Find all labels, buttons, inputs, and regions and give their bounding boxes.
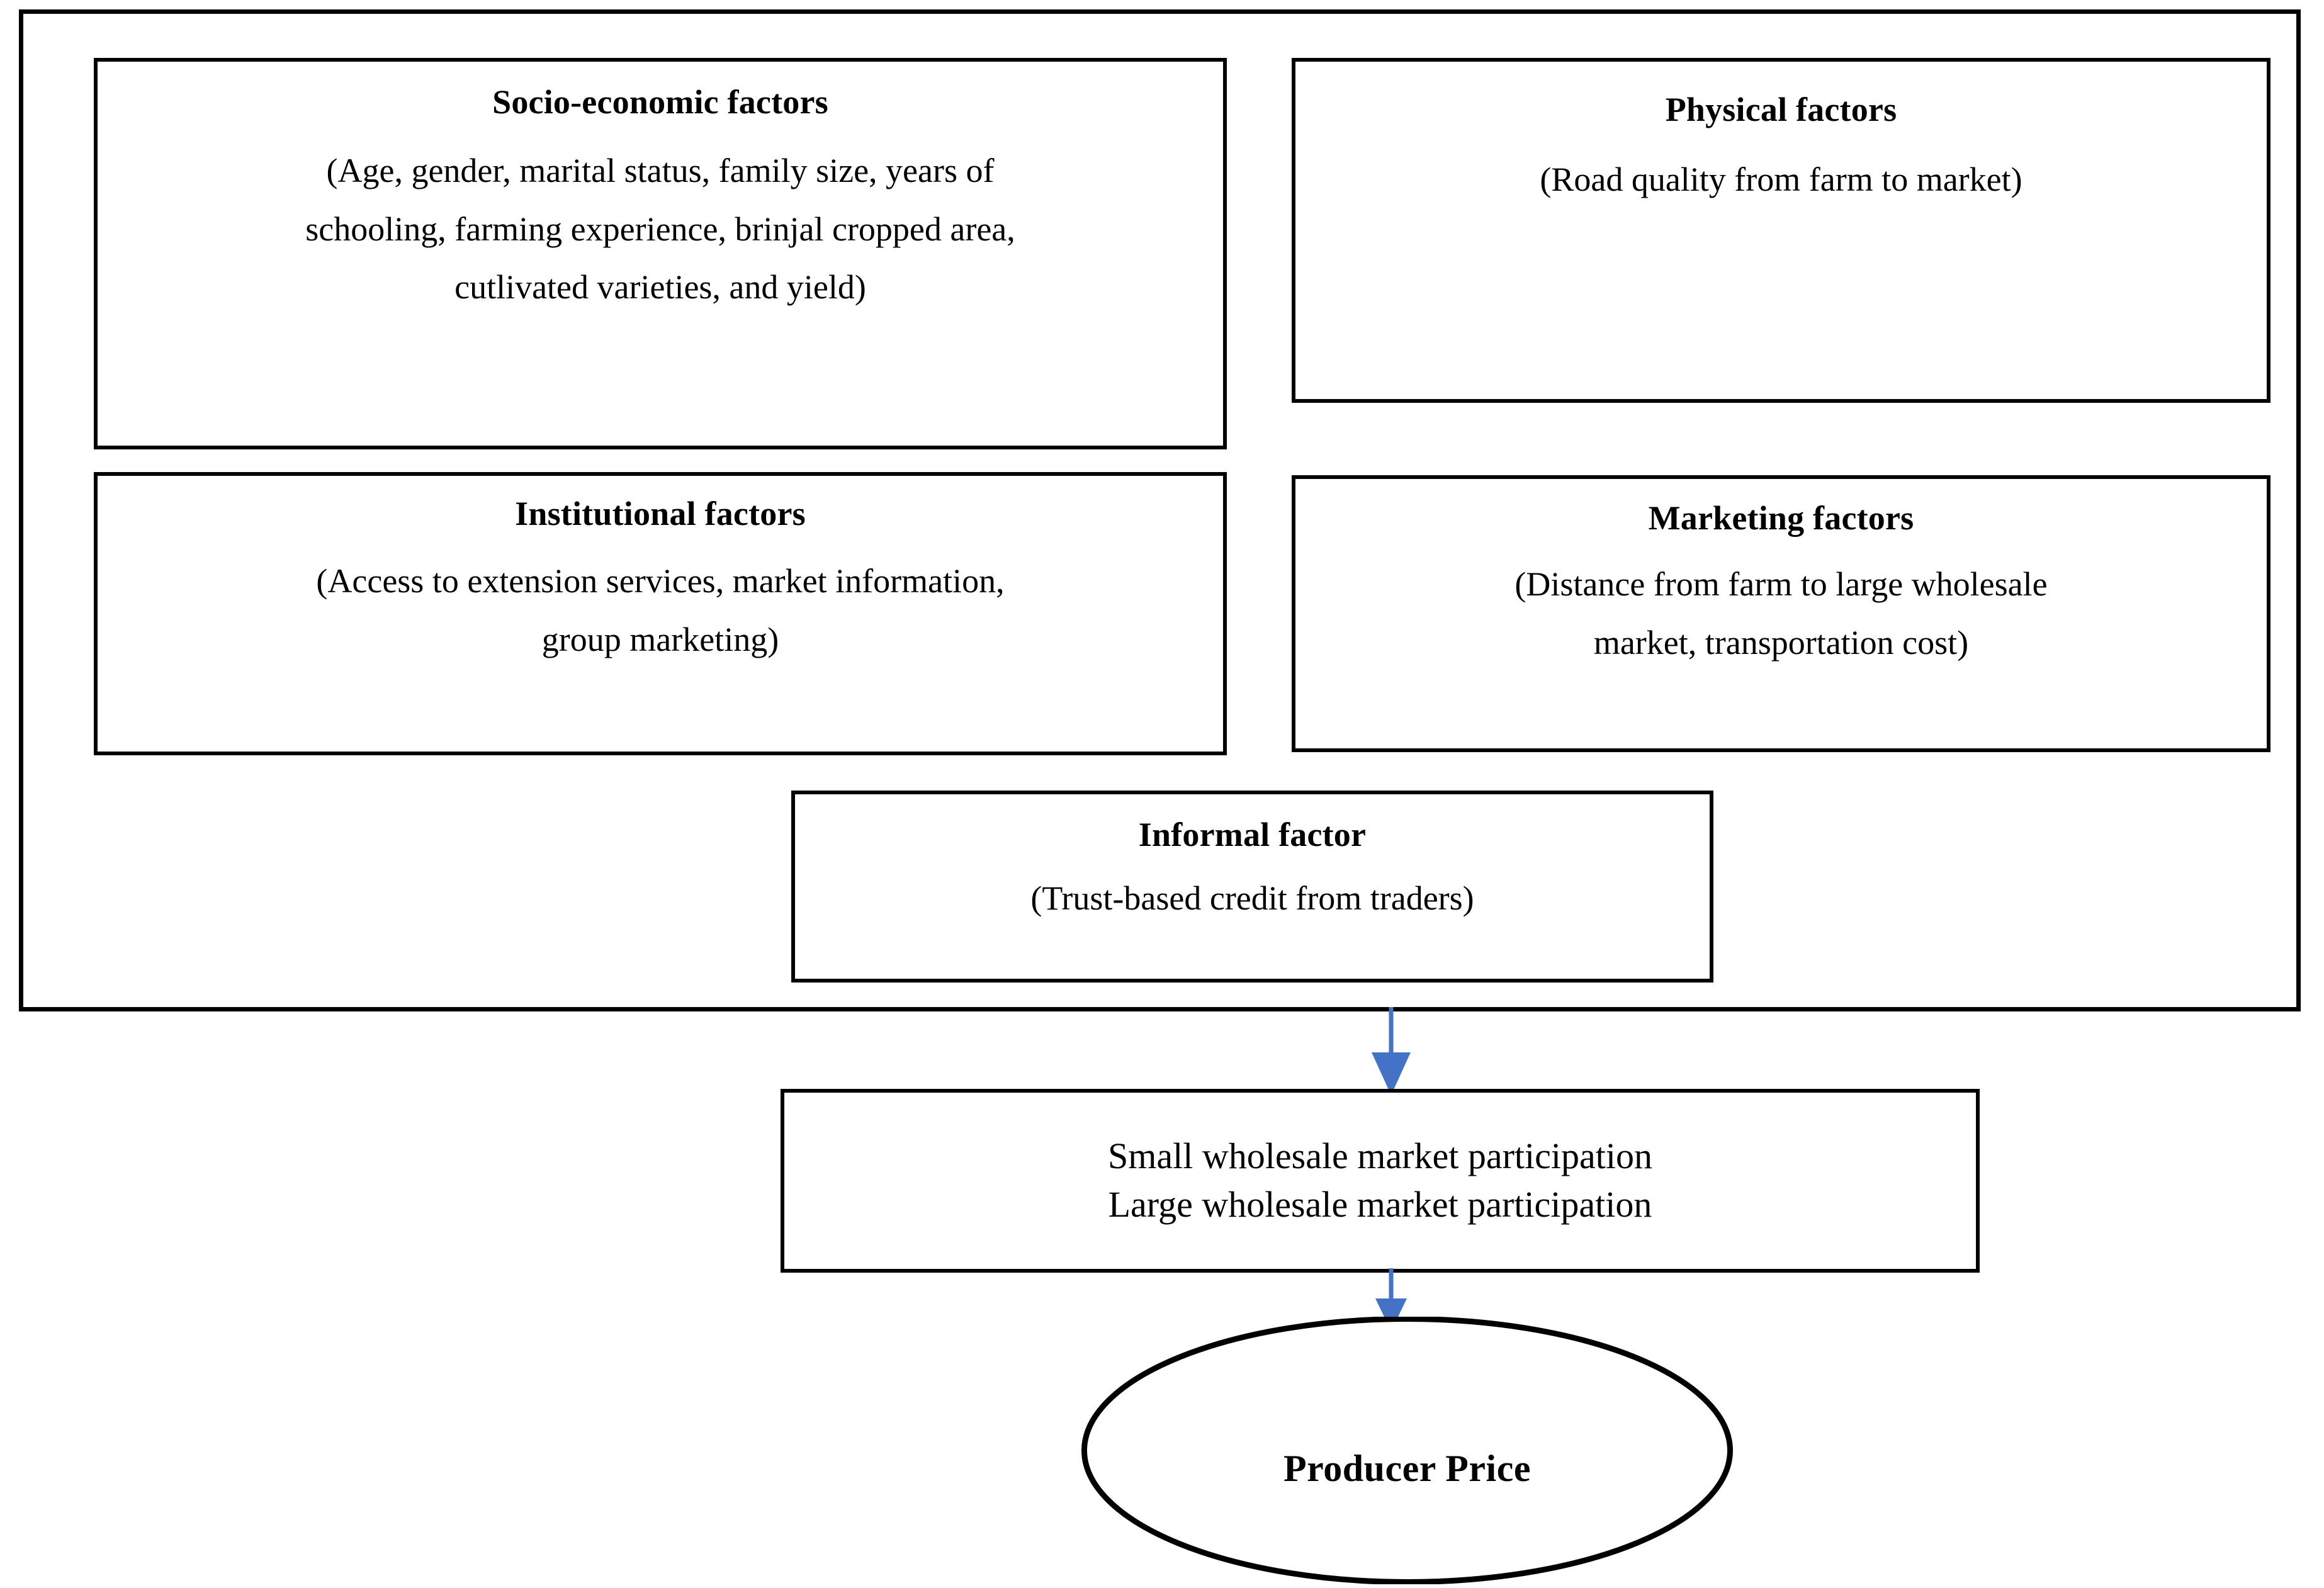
physical-factors-body-line-1: (Road quality from farm to market) xyxy=(1540,160,2022,198)
socio-economic-body: (Age, gender, marital status, family siz… xyxy=(305,142,1015,317)
socio-economic-title: Socio-economic factors xyxy=(492,83,828,121)
factors-container: Socio-economic factors (Age, gender, mar… xyxy=(19,9,2301,1011)
institutional-factors-box: Institutional factors (Access to extensi… xyxy=(94,472,1227,755)
socio-economic-body-line-1: (Age, gender, marital status, family siz… xyxy=(326,151,995,189)
institutional-factors-body-line-1: (Access to extension services, market in… xyxy=(316,561,1005,600)
participation-line-small: Small wholesale market participation xyxy=(1108,1135,1652,1177)
institutional-factors-body: (Access to extension services, market in… xyxy=(316,552,1004,669)
market-participation-box: Small wholesale market participation Lar… xyxy=(781,1089,1980,1273)
informal-factor-title: Informal factor xyxy=(1138,816,1367,853)
informal-factor-body-line-1: (Trust-based credit from traders) xyxy=(1030,879,1474,917)
socio-economic-body-line-2: schooling, farming experience, brinjal c… xyxy=(305,210,1015,248)
institutional-factors-body-line-2: group marketing) xyxy=(541,620,779,658)
socio-economic-body-line-3: cutlivated varieties, and yield) xyxy=(454,268,866,307)
socio-economic-factors-box: Socio-economic factors (Age, gender, mar… xyxy=(94,58,1227,449)
informal-factor-body: (Trust-based credit from traders) xyxy=(1030,869,1474,928)
marketing-factors-body-line-1: (Distance from farm to large wholesale xyxy=(1515,565,2048,603)
institutional-factors-title: Institutional factors xyxy=(515,495,806,532)
marketing-factors-title: Marketing factors xyxy=(1648,499,1914,537)
producer-price-ellipse xyxy=(1081,1317,1733,1584)
arrow-down-icon-participation-to-outcome xyxy=(1375,1268,1407,1331)
marketing-factors-body: (Distance from farm to large wholesale m… xyxy=(1515,555,2047,672)
participation-line-large: Large wholesale market participation xyxy=(1108,1184,1652,1225)
informal-factor-box: Informal factor (Trust-based credit from… xyxy=(791,791,1713,983)
physical-factors-body: (Road quality from farm to market) xyxy=(1540,150,2022,209)
physical-factors-box: Physical factors (Road quality from farm… xyxy=(1292,58,2270,403)
marketing-factors-body-line-2: market, transportation cost) xyxy=(1593,623,1969,662)
physical-factors-title: Physical factors xyxy=(1665,91,1897,128)
marketing-factors-box: Marketing factors (Distance from farm to… xyxy=(1292,475,2270,752)
arrow-down-icon-factors-to-participation xyxy=(1372,1007,1411,1095)
producer-price-label: Producer Price xyxy=(1283,1448,1531,1489)
